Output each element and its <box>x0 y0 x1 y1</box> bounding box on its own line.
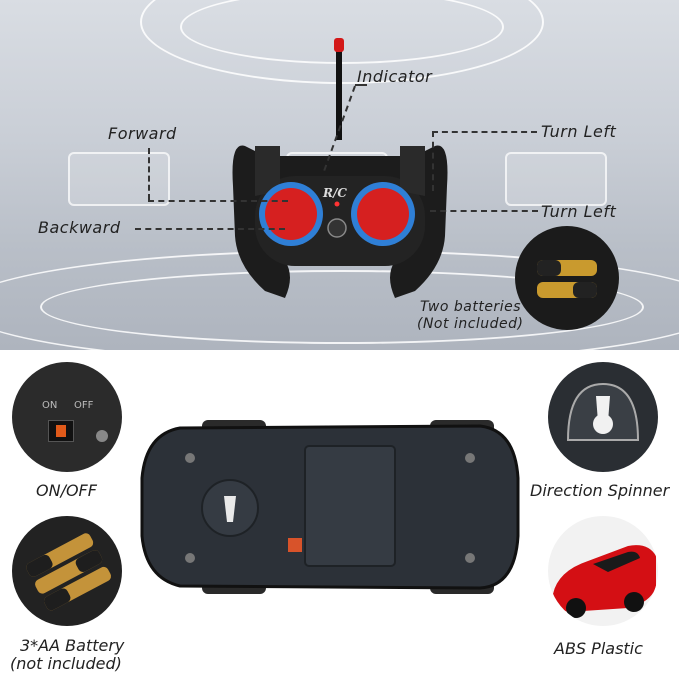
battery-label-line2: (not included) <box>10 654 122 673</box>
switch-on-text: ON <box>42 400 58 411</box>
abs-plastic-car-image <box>548 516 658 626</box>
abs-plastic-label: ABS Plastic <box>554 639 643 658</box>
batteries-label-line1: Two batteries <box>420 299 521 315</box>
backdrop-panel <box>68 152 170 206</box>
battery-cover <box>304 445 396 567</box>
indicator-label: Indicator <box>357 67 433 86</box>
backward-label: Backward <box>38 218 121 237</box>
switch-off-text: OFF <box>74 400 94 411</box>
power-switch-knob <box>56 425 66 437</box>
aa-battery-image <box>12 516 122 626</box>
turn-left-label-top: Turn Left <box>541 122 617 141</box>
remote-battery-compartment-image <box>515 226 619 330</box>
direction-spinner-label: Direction Spinner <box>530 481 670 500</box>
on-off-switch-image: ON OFF <box>12 362 122 472</box>
remote-logo: R/C <box>323 186 347 200</box>
trim-dial <box>327 218 347 238</box>
forward-label: Forward <box>108 124 177 143</box>
turn-left-label-bottom: Turn Left <box>541 202 617 221</box>
power-switch <box>288 538 302 552</box>
backdrop-panel <box>505 152 607 206</box>
on-off-label: ON/OFF <box>36 481 97 500</box>
car-underside-image <box>140 420 520 594</box>
turn-button <box>357 188 409 240</box>
floor-ring <box>40 270 644 344</box>
direction-spinner-image <box>548 362 658 472</box>
remote-control-image <box>232 38 448 298</box>
forward-backward-button <box>265 188 317 240</box>
batteries-label-line2: (Not included) <box>417 316 524 332</box>
indicator-led <box>334 201 340 207</box>
battery-label-line1: 3*AA Battery <box>20 636 125 655</box>
